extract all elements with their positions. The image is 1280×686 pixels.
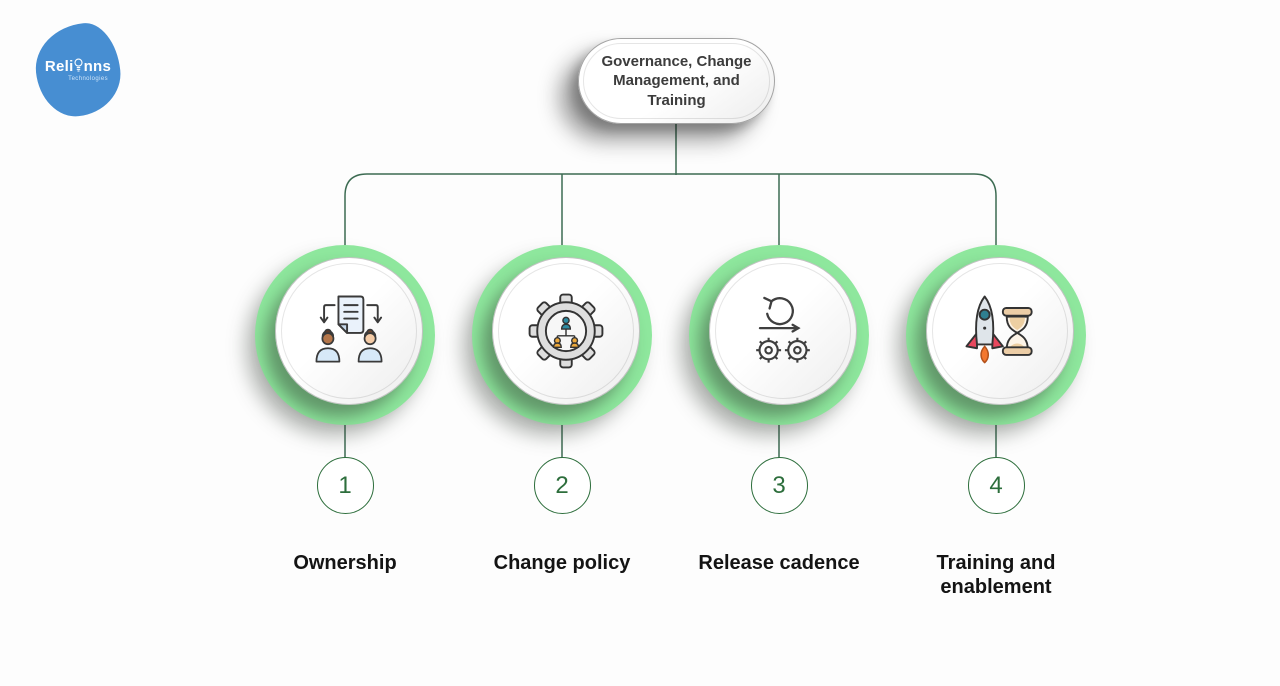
step-number-2: 2 bbox=[533, 457, 591, 514]
branch-label-change-policy: Change policy bbox=[493, 552, 631, 574]
step-number-4: 4 bbox=[967, 457, 1025, 514]
branch-label-release-cadence: Release cadence bbox=[698, 552, 860, 574]
training-enablement-circle bbox=[906, 245, 1086, 425]
sprint-loop-gears-icon bbox=[756, 296, 810, 363]
rocket-hourglass-icon bbox=[965, 295, 1033, 364]
branch-label-ownership: Ownership bbox=[293, 552, 397, 574]
white-disc bbox=[926, 257, 1074, 405]
step-number-3: 3 bbox=[750, 457, 808, 514]
step-number-1: 1 bbox=[316, 457, 374, 514]
document-handover-icon bbox=[315, 295, 383, 363]
logo-brand-suffix: nns bbox=[83, 58, 112, 75]
white-disc bbox=[492, 257, 640, 405]
branch-ownership: 1 Ownership bbox=[235, 245, 455, 575]
white-disc bbox=[709, 257, 857, 405]
branch-training-enablement: 4 Training and enablement bbox=[886, 245, 1106, 599]
branch-release-cadence: 3 Release cadence bbox=[669, 245, 889, 575]
lightbulb-icon bbox=[74, 58, 83, 76]
logo-brand-prefix: Reli bbox=[44, 58, 74, 75]
release-cadence-circle bbox=[689, 245, 869, 425]
root-node: Governance, Change Management, and Train… bbox=[578, 38, 775, 124]
root-node-title: Governance, Change Management, and Train… bbox=[601, 53, 752, 109]
ownership-circle bbox=[255, 245, 435, 425]
gear-org-chart-icon bbox=[528, 293, 604, 369]
white-disc bbox=[275, 257, 423, 405]
logo-subtitle: Technologies bbox=[68, 76, 108, 82]
branch-change-policy: 2 Change policy bbox=[452, 245, 672, 575]
change-policy-circle bbox=[472, 245, 652, 425]
branch-label-training-enablement: Training and enablement bbox=[936, 552, 1056, 598]
